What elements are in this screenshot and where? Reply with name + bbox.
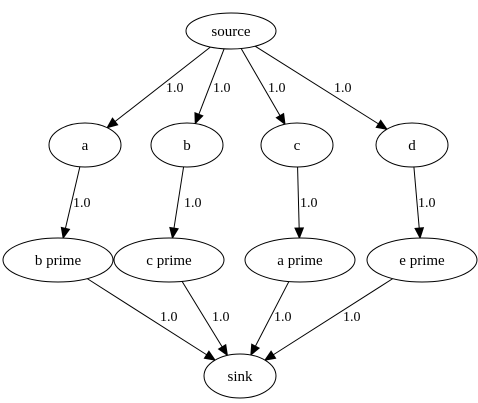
edge-source-to-b	[194, 48, 225, 125]
arrowhead-icon	[375, 119, 389, 130]
node-ellipse-c	[260, 122, 334, 168]
edge-weight-label: 1.0	[166, 81, 184, 96]
arrowhead-icon	[414, 227, 425, 240]
arrowhead-icon	[217, 343, 229, 357]
edge-line	[86, 278, 207, 356]
edge-weight-label: 1.0	[160, 310, 178, 325]
node-source: source	[185, 12, 277, 50]
edge-b-prime-to-sink	[86, 278, 217, 361]
node-a-prime: a prime	[244, 237, 356, 283]
edge-source-to-c	[240, 48, 286, 126]
edge-source-to-a	[106, 46, 211, 129]
edge-c-to-a-prime	[294, 166, 305, 240]
edge-weight-label: 1.0	[184, 196, 202, 211]
node-a: a	[48, 122, 122, 168]
node-ellipse-source	[185, 12, 277, 50]
edge-line	[64, 166, 81, 229]
edge-weight-label: 1.0	[268, 81, 286, 96]
arrowhead-icon	[263, 350, 277, 361]
edge-line	[273, 278, 394, 356]
arrowhead-icon	[203, 350, 217, 361]
node-label-source: source	[211, 24, 250, 40]
edge-weight-label: 1.0	[418, 196, 436, 211]
edge-e-prime-to-sink	[263, 278, 394, 361]
edge-labels-layer: 1.0 1.0 1.0 1.0 1.0 1.0 1.0 1.0 1.0 1.0 1.0 1.0	[73, 81, 436, 325]
node-label-c: c	[294, 138, 301, 154]
edge-line	[255, 281, 290, 347]
node-ellipse-e-prime	[366, 237, 478, 283]
node-label-sink: sink	[227, 369, 253, 385]
node-ellipse-b	[150, 122, 224, 168]
edge-weight-label: 1.0	[334, 81, 352, 96]
node-label-b-prime: b prime	[35, 253, 82, 269]
edge-line	[173, 166, 185, 229]
edge-line	[181, 281, 223, 348]
edge-d-to-e-prime	[413, 166, 425, 240]
node-ellipse-a	[48, 122, 122, 168]
arrowhead-icon	[250, 343, 261, 357]
arrowhead-icon	[294, 227, 305, 240]
edge-c-prime-to-sink	[181, 281, 229, 357]
node-sink: sink	[203, 353, 277, 399]
edge-weight-label: 1.0	[274, 310, 292, 325]
node-ellipse-d	[375, 122, 449, 168]
node-label-d: d	[408, 138, 416, 154]
node-b: b	[150, 122, 224, 168]
arrowhead-icon	[169, 226, 179, 240]
nodes-layer: source a b c d b prime c prime a prime e prime si…	[2, 12, 478, 399]
node-label-a-prime: a prime	[277, 253, 323, 269]
node-label-e-prime: e prime	[399, 253, 445, 269]
edge-line	[114, 46, 211, 122]
arrowhead-icon	[275, 112, 286, 126]
node-c: c	[260, 122, 334, 168]
edge-line	[254, 45, 379, 125]
edge-weight-label: 1.0	[73, 196, 91, 211]
node-c-prime: c prime	[113, 237, 225, 283]
node-label-a: a	[82, 138, 89, 154]
node-ellipse-b-prime	[2, 237, 114, 283]
arrowhead-icon	[194, 112, 204, 125]
edge-weight-label: 1.0	[212, 310, 230, 325]
arrowhead-icon	[106, 117, 119, 129]
node-ellipse-sink	[203, 353, 277, 399]
edge-b-to-c-prime	[169, 166, 185, 240]
edge-source-to-d	[254, 45, 389, 130]
edge-a-to-b-prime	[60, 166, 81, 240]
edge-line	[413, 166, 420, 229]
edge-line	[297, 166, 300, 229]
arrowhead-icon	[60, 226, 71, 240]
edge-weight-label: 1.0	[213, 81, 231, 96]
edges-layer	[60, 45, 425, 361]
node-label-c-prime: c prime	[146, 253, 192, 269]
node-b-prime: b prime	[2, 237, 114, 283]
edge-line	[198, 48, 225, 115]
node-label-b: b	[183, 138, 191, 154]
node-ellipse-c-prime	[113, 237, 225, 283]
edge-a-prime-to-sink	[250, 281, 290, 357]
node-e-prime: e prime	[366, 237, 478, 283]
edge-line	[240, 48, 281, 116]
edge-weight-label: 1.0	[343, 310, 361, 325]
node-ellipse-a-prime	[244, 237, 356, 283]
edge-weight-label: 1.0	[300, 196, 318, 211]
node-d: d	[375, 122, 449, 168]
